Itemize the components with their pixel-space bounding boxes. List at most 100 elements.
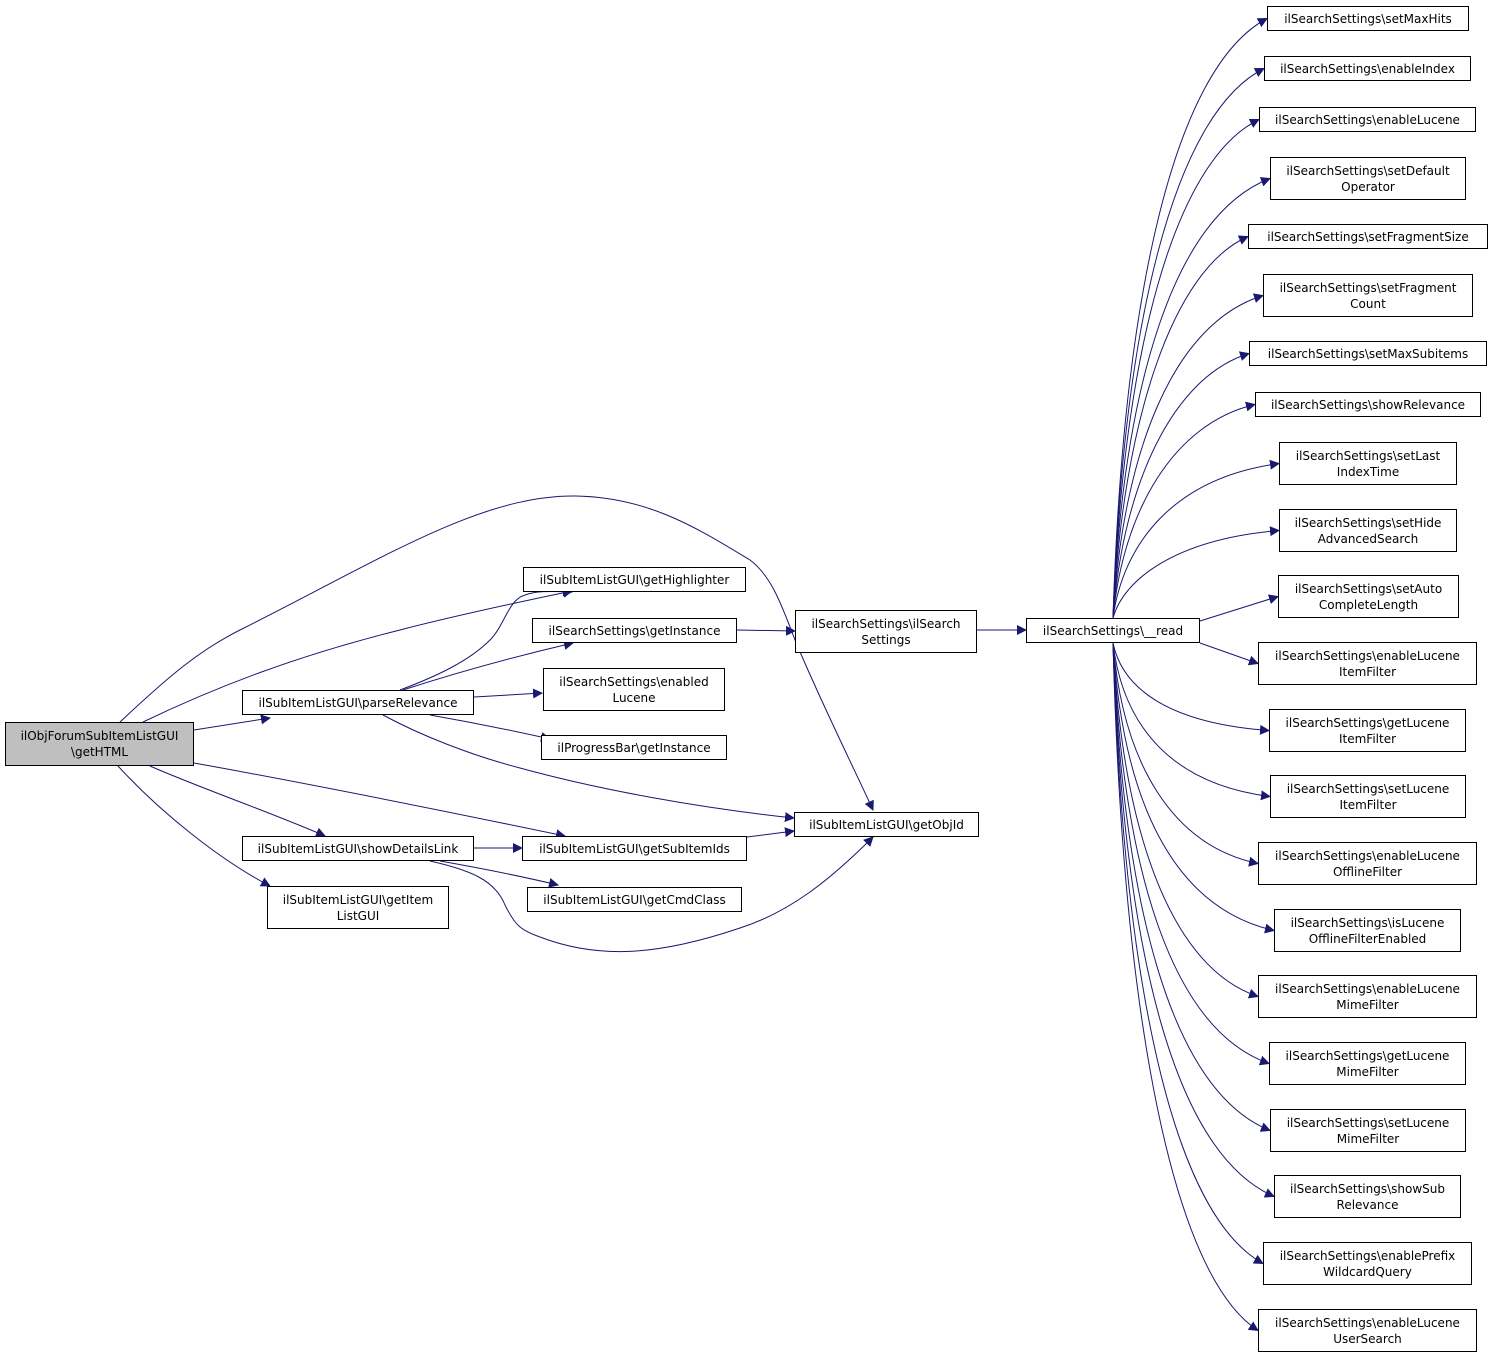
node-show-relevance[interactable]: ilSearchSettings\showRelevance: [1255, 392, 1481, 417]
edge-root-to-show-details-link: [149, 765, 326, 837]
edge-read-to-enable-lucene-mime-filter: [1112, 642, 1259, 999]
node-label-line: MimeFilter: [1336, 1064, 1399, 1079]
node-label-line: ilSearchSettings\getLucene: [1285, 1048, 1450, 1063]
edge-read-to-set-lucene-mime-filter: [1112, 642, 1271, 1132]
node-label-line: MimeFilter: [1336, 1131, 1400, 1146]
node-label-line: ilSearchSettings\setFragment: [1279, 280, 1457, 295]
node-enable-lucene[interactable]: ilSearchSettings\enableLucene: [1259, 107, 1476, 132]
node-label-line: IndexTime: [1336, 464, 1400, 479]
edge-read-to-set-max-hits: [1112, 18, 1268, 619]
edge-read-to-set-last-index-time: [1112, 459, 1280, 619]
edge-show-details-link-to-get-cmd-class: [439, 860, 559, 888]
edge-parse-relevance-to-progressbar-get-instance: [429, 714, 551, 742]
node-label-line: \getHTML: [70, 745, 129, 759]
edge-read-to-set-fragment-size: [1112, 235, 1249, 619]
node-set-max-hits[interactable]: ilSearchSettings\setMaxHits: [1267, 6, 1469, 31]
node-label-line: ilSearchSettings\isLucene: [1290, 915, 1445, 930]
node-label-line: ilProgressBar\getInstance: [557, 740, 711, 755]
node-label-line: ilSubItemListGUI\getHighlighter: [539, 572, 730, 587]
node-label-line: UserSearch: [1333, 1331, 1402, 1346]
node-parse-relevance[interactable]: ilSubItemListGUI\parseRelevance: [242, 690, 474, 715]
edge-get-instance-to-search-settings-ctor: [736, 625, 796, 636]
node-label-line: ilSearchSettings\enabled: [559, 674, 709, 689]
node-label-line: ilSearchSettings\setLucene: [1286, 1115, 1450, 1130]
edge-root-to-get-obj-id: [119, 495, 874, 811]
node-label-line: ilSubItemListGUI\showDetailsLink: [257, 841, 459, 856]
edge-read-to-enable-lucene-item-filter: [1199, 642, 1259, 666]
edge-read-to-set-max-subitems: [1112, 351, 1250, 619]
node-set-fragment-size[interactable]: ilSearchSettings\setFragmentSize: [1248, 224, 1488, 249]
node-label-line: CompleteLength: [1318, 597, 1419, 612]
node-label-line: ilSearchSettings\enableIndex: [1280, 61, 1455, 76]
node-set-max-subitems[interactable]: ilSearchSettings\setMaxSubitems: [1249, 341, 1487, 366]
node-label-line: Count: [1350, 296, 1386, 311]
node-get-instance[interactable]: ilSearchSettings\getInstance: [532, 618, 737, 643]
edge-root-to-parse-relevance: [193, 714, 271, 731]
node-label-line: ilSubItemListGUI\getObjId: [809, 817, 964, 832]
node-enable-index[interactable]: ilSearchSettings\enableIndex: [1264, 56, 1471, 81]
edge-read-to-set-default-operator: [1112, 177, 1271, 619]
node-label-line: ilSearchSettings\enablePrefix: [1279, 1248, 1456, 1263]
node-label-line: ilSearchSettings\__read: [1042, 623, 1184, 638]
node-label-line: ilSearchSettings\setLucene: [1286, 781, 1450, 796]
node-label-line: ilSearchSettings\getInstance: [548, 623, 721, 638]
node-show-details-link[interactable]: ilSubItemListGUI\showDetailsLink: [242, 836, 474, 861]
edge-get-sub-item-ids-to-get-obj-id: [746, 827, 795, 838]
edge-parse-relevance-to-enabled-lucene: [473, 688, 543, 699]
edge-parse-relevance-to-get-obj-id: [382, 714, 795, 823]
node-get-sub-item-ids[interactable]: ilSubItemListGUI\getSubItemIds: [522, 836, 747, 861]
node-label-line: ItemFilter: [1338, 731, 1397, 746]
node-get-highlighter[interactable]: ilSubItemListGUI\getHighlighter: [523, 567, 746, 592]
node-progressbar-get-instance[interactable]: ilProgressBar\getInstance: [541, 735, 727, 760]
node-label-line: ilSearchSettings\setAuto: [1294, 581, 1443, 596]
node-read[interactable]: ilSearchSettings\__read: [1026, 618, 1200, 643]
edge-read-to-enable-prefix-wildcard-query: [1112, 642, 1264, 1264]
edge-read-to-get-lucene-item-filter: [1112, 642, 1270, 735]
node-label-line: ItemFilter: [1339, 797, 1397, 812]
node-label-line: ilSubItemListGUI\getItem: [282, 892, 434, 907]
node-label-line: ListGUI: [336, 908, 380, 923]
node-label-line: ilSubItemListGUI\getCmdClass: [543, 892, 726, 907]
node-label-line: ItemFilter: [1338, 664, 1397, 679]
node-label-line: ilSubItemListGUI\parseRelevance: [258, 695, 458, 710]
node-label-line: ilSearchSettings\setMaxSubitems: [1267, 346, 1469, 361]
node-label-line: ilSearchSettings\enableLucene: [1275, 1315, 1460, 1330]
node-label-line: ilSearchSettings\showRelevance: [1270, 397, 1466, 412]
edge-root-to-get-highlighter: [142, 587, 573, 723]
node-label-line: ilSearchSettings\showSub: [1289, 1181, 1445, 1196]
node-root[interactable]: ilObjForumSubItemListGUI \getHTML: [5, 722, 194, 766]
node-label-line: Relevance: [1336, 1197, 1399, 1212]
node-label-line: AdvancedSearch: [1317, 531, 1419, 546]
node-label-line: ilSubItemListGUI\getSubItemIds: [539, 841, 730, 856]
edge-read-to-enable-index: [1112, 68, 1265, 619]
node-get-obj-id[interactable]: ilSubItemListGUI\getObjId: [794, 812, 979, 837]
node-get-cmd-class[interactable]: ilSubItemListGUI\getCmdClass: [527, 887, 742, 912]
node-label-line: WildcardQuery: [1323, 1264, 1412, 1279]
edge-parse-relevance-to-get-instance: [402, 640, 574, 691]
node-label-line: ilSearchSettings\setLast: [1295, 448, 1441, 463]
node-label-line: ilSearchSettings\setHide: [1294, 515, 1442, 530]
edge-read-to-is-lucene-offline-filter-enabled: [1112, 642, 1275, 934]
node-label-line: Lucene: [612, 690, 656, 705]
node-label-line: ilObjForumSubItemListGUI: [20, 729, 179, 743]
edge-read-to-enable-lucene-offline-filter: [1112, 642, 1259, 867]
